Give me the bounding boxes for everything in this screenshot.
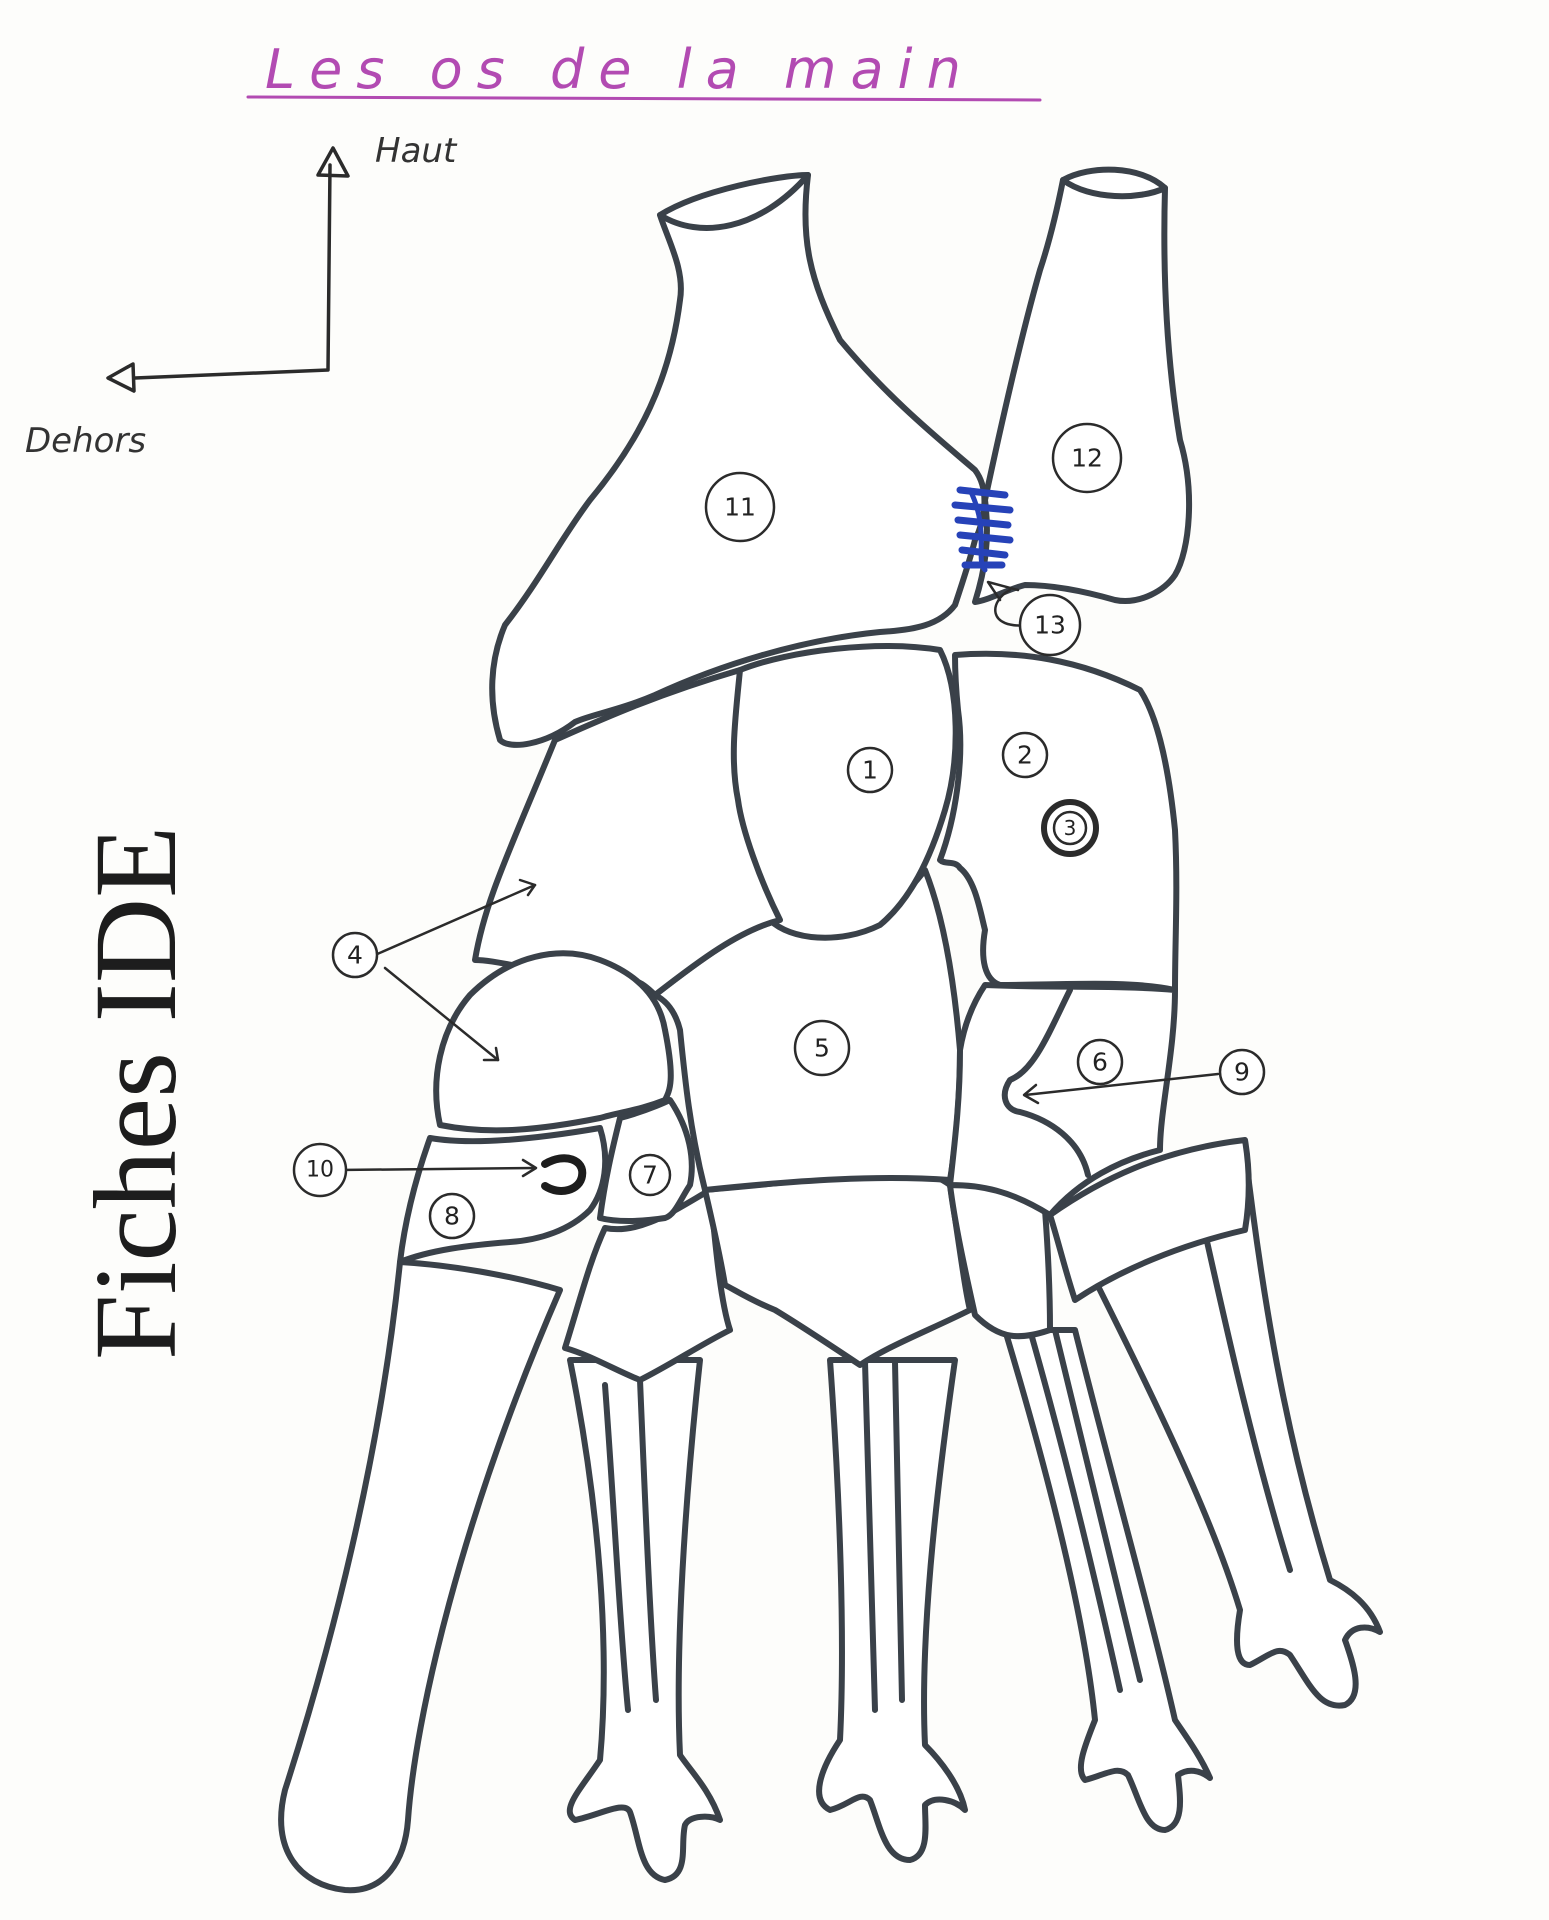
first-metacarpal-base <box>400 1128 605 1262</box>
up-label: Haut <box>375 131 458 171</box>
trapezium-bone <box>436 953 671 1130</box>
label-13: 13 <box>1020 595 1080 655</box>
watermark: Fiches IDE <box>70 826 201 1360</box>
svg-text:9: 9 <box>1234 1058 1250 1087</box>
label-5: 5 <box>795 1021 849 1075</box>
label-4: 4 <box>333 933 377 977</box>
label-3: 3 <box>1054 812 1086 844</box>
arrow-up-icon <box>318 148 348 176</box>
label-1: 1 <box>848 748 892 792</box>
svg-text:2: 2 <box>1017 741 1033 770</box>
orientation-axes: Haut Dehors <box>25 131 458 461</box>
label-11: 11 <box>706 473 774 541</box>
svg-text:10: 10 <box>306 1158 334 1183</box>
label-10: 10 <box>294 1144 346 1196</box>
orientation-axis-lines <box>135 165 330 378</box>
label-6: 6 <box>1078 1040 1122 1084</box>
svg-text:4: 4 <box>347 941 363 970</box>
svg-text:11: 11 <box>724 493 756 522</box>
svg-text:1: 1 <box>862 756 878 785</box>
label-7: 7 <box>630 1155 670 1195</box>
out-label: Dehors <box>25 421 146 461</box>
svg-text:7: 7 <box>642 1161 658 1190</box>
label-2: 2 <box>1003 733 1047 777</box>
middle-finger <box>819 1360 965 1860</box>
capitate-base <box>705 1170 970 1365</box>
label-12: 12 <box>1053 424 1121 492</box>
label-9: 9 <box>1220 1050 1264 1094</box>
svg-text:6: 6 <box>1092 1048 1108 1077</box>
svg-text:12: 12 <box>1071 444 1103 473</box>
diagram-title: Les os de la main <box>265 38 975 101</box>
svg-text:13: 13 <box>1034 611 1066 640</box>
thumb-bone <box>281 1262 560 1890</box>
svg-text:3: 3 <box>1064 816 1077 840</box>
svg-text:8: 8 <box>444 1202 460 1231</box>
svg-text:5: 5 <box>814 1034 830 1063</box>
arrow-left-icon <box>108 364 134 391</box>
label-8: 8 <box>430 1194 474 1238</box>
